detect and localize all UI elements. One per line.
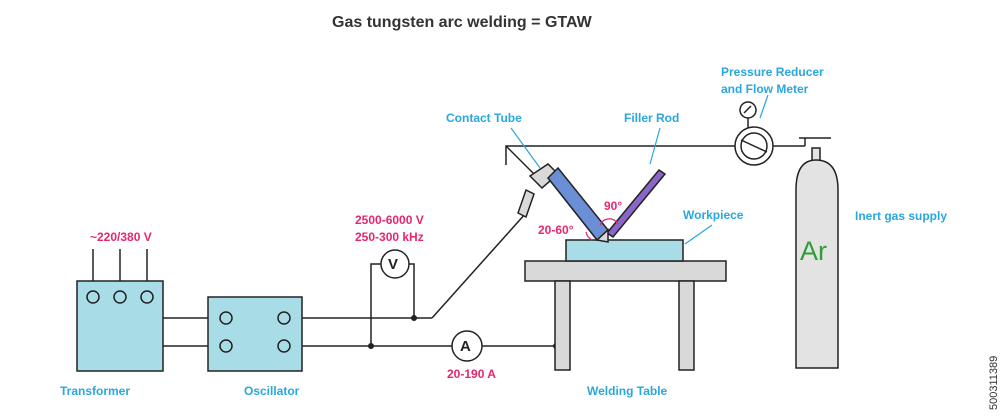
angle-90-label: 90° — [604, 199, 623, 213]
workpiece — [565, 239, 684, 262]
contact-tube-label: Contact Tube — [446, 111, 522, 125]
filler-rod — [605, 169, 667, 238]
stock-id: 500311389 — [988, 355, 1000, 410]
voltmeter-symbol: V — [388, 256, 399, 273]
filler-rod-label: Filler Rod — [624, 111, 680, 125]
pressure-reducer-label: Pressure Reducer and Flow Meter — [721, 65, 824, 96]
oscillator-label: Oscillator — [244, 384, 300, 398]
diagram-title: Gas tungsten arc welding = GTAW — [332, 14, 592, 31]
pressure-reducer — [734, 101, 774, 166]
ammeter-symbol: A — [460, 338, 471, 355]
voltage-supply-label: ~220/380 V — [90, 230, 152, 244]
argon-cylinder — [795, 137, 839, 369]
transformer-label: Transformer — [60, 384, 131, 398]
terminal-2 — [113, 290, 127, 304]
argon-symbol: Ar — [800, 236, 827, 266]
terminal-3 — [140, 290, 154, 304]
welding-torch — [517, 163, 610, 243]
circuit-wiring — [92, 145, 805, 347]
leader-lines — [510, 94, 769, 245]
workpiece-label: Workpiece — [683, 208, 744, 222]
transformer-box — [76, 280, 164, 372]
current-range-label: 20-190 A — [447, 367, 496, 381]
welding-table — [524, 260, 727, 371]
angle-20-60-arc — [585, 231, 593, 241]
oscillator-box — [207, 296, 303, 372]
hf-voltage-label: 2500-6000 V 250-300 kHz — [355, 213, 424, 244]
welding-table-label: Welding Table — [587, 384, 668, 398]
voltmeter — [380, 249, 410, 279]
inert-gas-label: Inert gas supply — [855, 209, 948, 223]
angle-90-arc — [599, 218, 619, 226]
angle-20-60-label: 20-60° — [538, 223, 574, 237]
ammeter — [451, 330, 483, 362]
terminal-1 — [86, 290, 100, 304]
